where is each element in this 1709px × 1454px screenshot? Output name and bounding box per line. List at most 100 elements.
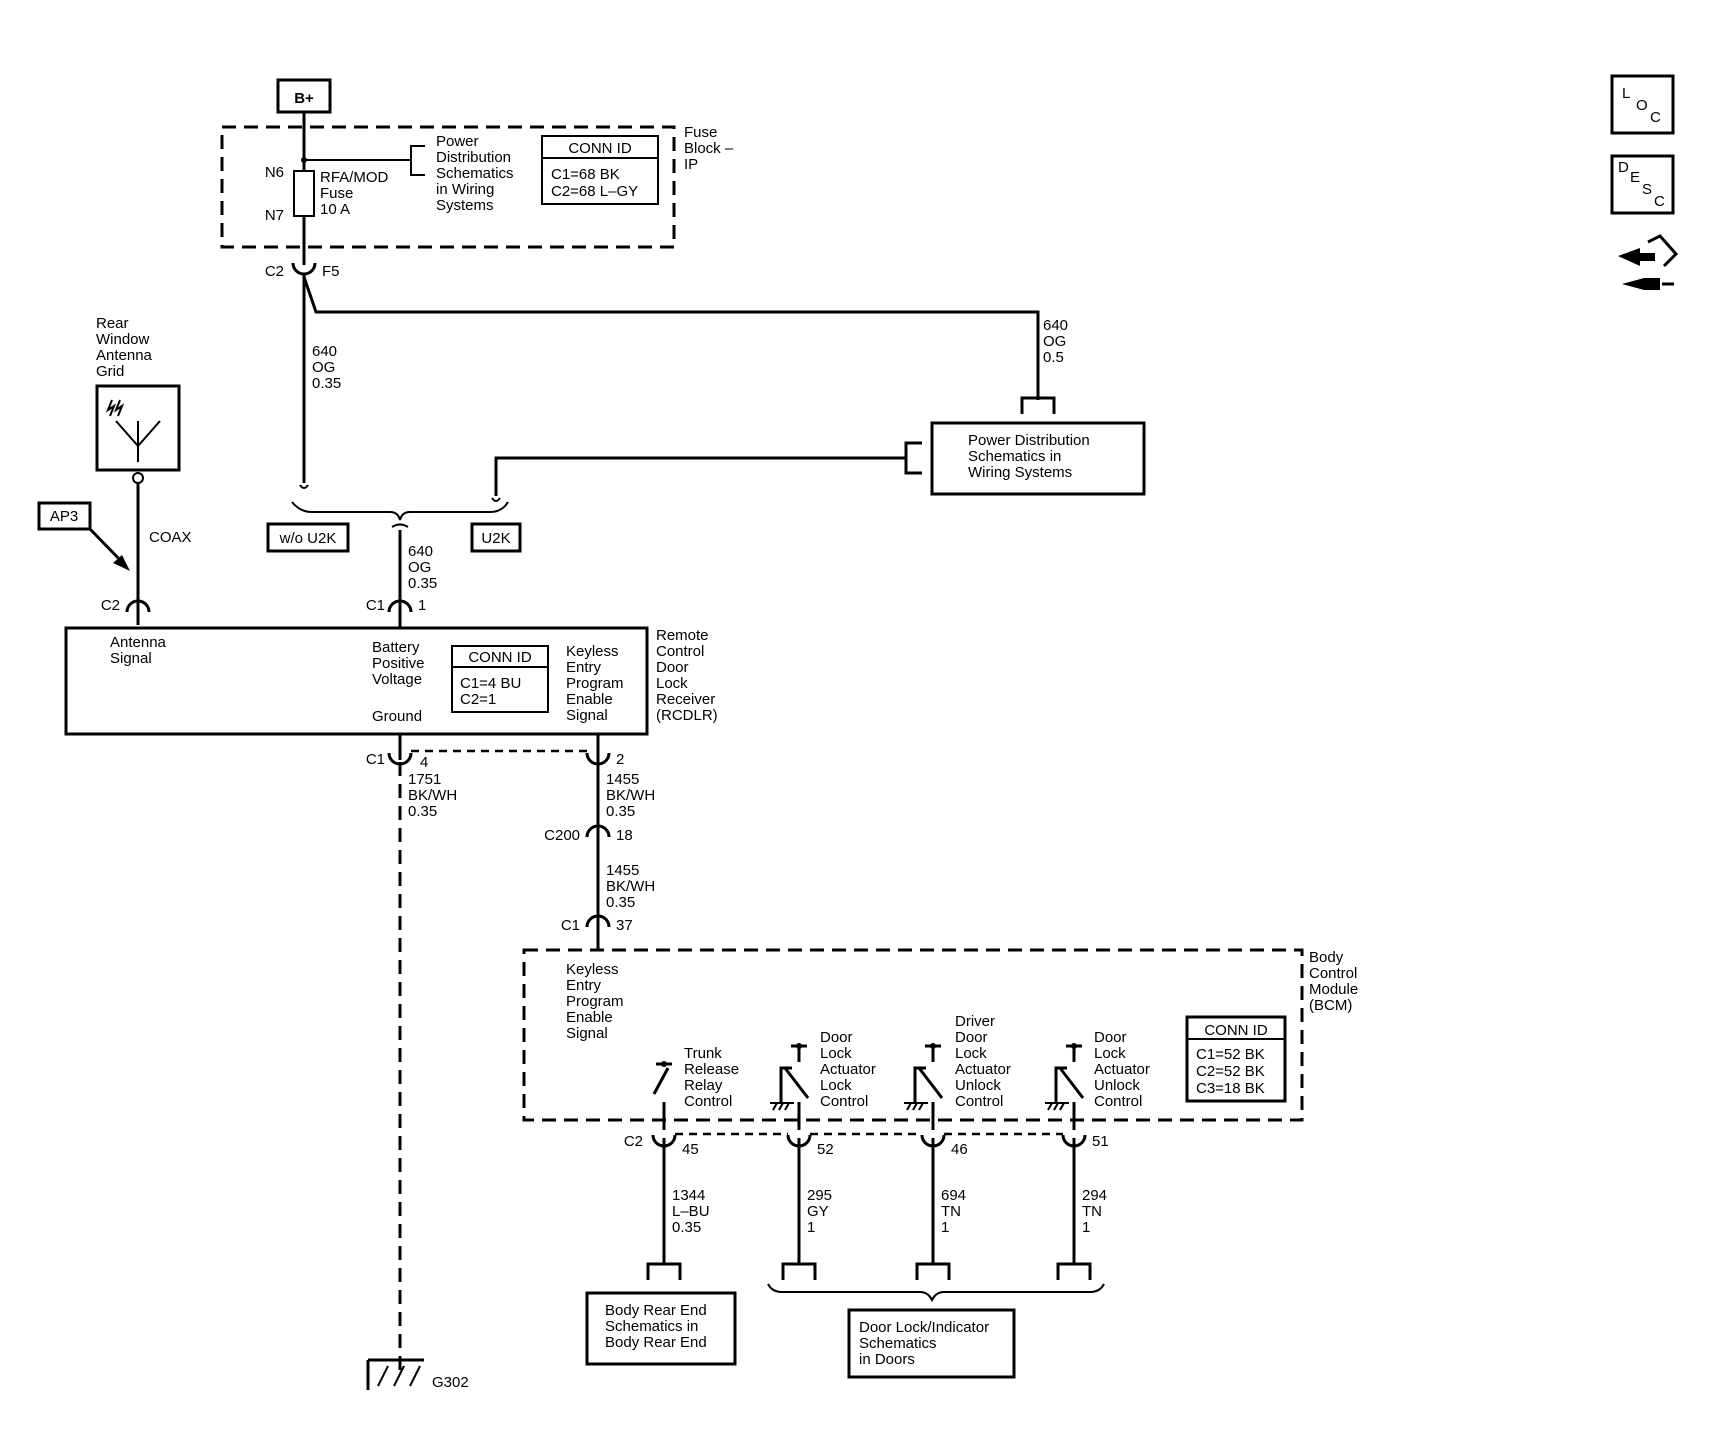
svg-text:GY: GY bbox=[807, 1203, 829, 1220]
svg-text:0.35: 0.35 bbox=[408, 803, 437, 820]
svg-text:(RCDLR): (RCDLR) bbox=[656, 707, 718, 724]
svg-text:Unlock: Unlock bbox=[955, 1077, 1001, 1094]
svg-text:L: L bbox=[1622, 85, 1630, 102]
c200-pin-label: 18 bbox=[616, 827, 633, 844]
connector-nav-icon[interactable] bbox=[1618, 234, 1679, 290]
svg-text:in Wiring: in Wiring bbox=[436, 181, 494, 198]
ground-label: G302 bbox=[432, 1374, 469, 1391]
fuse-conn-id-box: CONN ID C1=68 BK C2=68 L–GY bbox=[541, 135, 659, 205]
rcdlr-bpv: Battery Positive Voltage bbox=[372, 639, 425, 688]
svg-text:Signal: Signal bbox=[110, 650, 152, 667]
svg-text:Schematics: Schematics bbox=[436, 165, 514, 182]
door-lock-brace bbox=[767, 1283, 1105, 1303]
wo-u2k-box bbox=[266, 522, 350, 553]
svg-text:Block –: Block – bbox=[684, 140, 734, 157]
u2k-box bbox=[470, 522, 522, 553]
svg-text:Door: Door bbox=[955, 1029, 988, 1046]
svg-text:Systems: Systems bbox=[436, 197, 494, 214]
door-lock-box-label: Door Lock/Indicator Schematics in Doors bbox=[859, 1319, 989, 1368]
svg-text:L–BU: L–BU bbox=[672, 1203, 710, 1220]
svg-text:Actuator: Actuator bbox=[820, 1061, 876, 1078]
antenna-icon bbox=[105, 399, 161, 462]
svg-text:Entry: Entry bbox=[566, 977, 602, 994]
svg-text:Body Rear End: Body Rear End bbox=[605, 1334, 707, 1351]
svg-text:Schematics in: Schematics in bbox=[605, 1318, 698, 1335]
wire-640-left-label: 640 OG 0.35 bbox=[312, 343, 341, 392]
svg-text:TN: TN bbox=[1082, 1203, 1102, 1220]
svg-text:Enable: Enable bbox=[566, 691, 613, 708]
u2k-tip bbox=[491, 497, 501, 502]
svg-text:10 A: 10 A bbox=[320, 201, 350, 218]
svg-text:Lock: Lock bbox=[656, 675, 688, 692]
svg-text:O: O bbox=[1636, 97, 1648, 114]
rcdlr-ground: Ground bbox=[372, 708, 422, 725]
wire-640-right-label: 640 OG 0.5 bbox=[1043, 317, 1068, 366]
svg-text:C2=68 L–GY: C2=68 L–GY bbox=[551, 183, 638, 200]
rcdlr-name: Remote Control Door Lock Receiver (RCDLR… bbox=[656, 627, 718, 724]
svg-text:Positive: Positive bbox=[372, 655, 425, 672]
svg-text:CONN ID: CONN ID bbox=[1204, 1022, 1268, 1039]
svg-text:295: 295 bbox=[807, 1187, 832, 1204]
svg-text:D: D bbox=[1618, 159, 1629, 176]
svg-text:Lock: Lock bbox=[820, 1077, 852, 1094]
door-lock-box bbox=[847, 1308, 1016, 1379]
svg-text:Window: Window bbox=[96, 331, 150, 348]
svg-text:Keyless: Keyless bbox=[566, 643, 619, 660]
c1-4-c-label: C1 bbox=[366, 751, 385, 768]
fuse-block-outline bbox=[220, 125, 676, 249]
svg-text:Control: Control bbox=[656, 643, 704, 660]
svg-text:Grid: Grid bbox=[96, 363, 124, 380]
c2-f5-pin-label: F5 bbox=[322, 263, 340, 280]
svg-text:Schematics in: Schematics in bbox=[968, 448, 1061, 465]
wo-u2k-label: w/o U2K bbox=[279, 530, 337, 547]
loc-button[interactable]: L O C bbox=[1610, 74, 1675, 135]
trunk-label: Trunk Release Relay Control bbox=[684, 1045, 739, 1110]
svg-text:Control: Control bbox=[1094, 1093, 1142, 1110]
c2-f5-c-label: C2 bbox=[265, 263, 284, 280]
svg-text:in Doors: in Doors bbox=[859, 1351, 915, 1368]
svg-text:Keyless: Keyless bbox=[566, 961, 619, 978]
wire-294-label: 294 TN 1 bbox=[1082, 1187, 1107, 1236]
svg-text:0.35: 0.35 bbox=[672, 1219, 701, 1236]
wire-295-label: 295 GY 1 bbox=[807, 1187, 832, 1236]
antenna-name: Rear Window Antenna Grid bbox=[96, 315, 153, 380]
svg-text:Lock: Lock bbox=[1094, 1045, 1126, 1062]
svg-text:C3=18 BK: C3=18 BK bbox=[1196, 1080, 1265, 1097]
svg-text:694: 694 bbox=[941, 1187, 966, 1204]
svg-text:Body: Body bbox=[1309, 949, 1344, 966]
svg-text:0.35: 0.35 bbox=[312, 375, 341, 392]
door-lock-label: Door Lock Actuator Lock Control bbox=[820, 1029, 876, 1110]
svg-text:1751: 1751 bbox=[408, 771, 441, 788]
svg-text:Signal: Signal bbox=[566, 1025, 608, 1042]
u2k-label: U2K bbox=[481, 530, 510, 547]
ap3-label: AP3 bbox=[50, 508, 78, 525]
svg-text:Battery: Battery bbox=[372, 639, 420, 656]
c2-pin-45: 45 bbox=[682, 1141, 699, 1158]
wire-640-right bbox=[302, 276, 1040, 400]
svg-text:Distribution: Distribution bbox=[436, 149, 511, 166]
svg-text:Actuator: Actuator bbox=[1094, 1061, 1150, 1078]
rcdlr-box bbox=[64, 626, 649, 736]
svg-text:640: 640 bbox=[1043, 317, 1068, 334]
desc-button[interactable]: D E S C bbox=[1610, 154, 1675, 215]
c2-f5-connector bbox=[291, 262, 317, 276]
svg-text:TN: TN bbox=[941, 1203, 961, 1220]
svg-text:BK/WH: BK/WH bbox=[606, 878, 655, 895]
c2-antenna-label: C2 bbox=[101, 597, 120, 614]
fuse-label: RFA/MOD Fuse 10 A bbox=[320, 169, 389, 218]
svg-text:Antenna: Antenna bbox=[96, 347, 153, 364]
svg-text:Control: Control bbox=[1309, 965, 1357, 982]
c1-1-pin-label: 1 bbox=[418, 597, 426, 614]
pd-ref-bracket bbox=[410, 145, 425, 176]
svg-text:Power: Power bbox=[436, 133, 479, 150]
pd-box-left-connector bbox=[904, 441, 922, 475]
svg-text:C1=52 BK: C1=52 BK bbox=[1196, 1046, 1265, 1063]
svg-text:RFA/MOD: RFA/MOD bbox=[320, 169, 389, 186]
svg-text:Control: Control bbox=[684, 1093, 732, 1110]
svg-text:1344: 1344 bbox=[672, 1187, 705, 1204]
c1-37-pin-label: 37 bbox=[616, 917, 633, 934]
pd-box-top-connector bbox=[1020, 396, 1056, 414]
c1-4-pin-label: 4 bbox=[420, 754, 428, 771]
svg-text:BK/WH: BK/WH bbox=[606, 787, 655, 804]
pd-box-label: Power Distribution Schematics in Wiring … bbox=[968, 432, 1090, 481]
